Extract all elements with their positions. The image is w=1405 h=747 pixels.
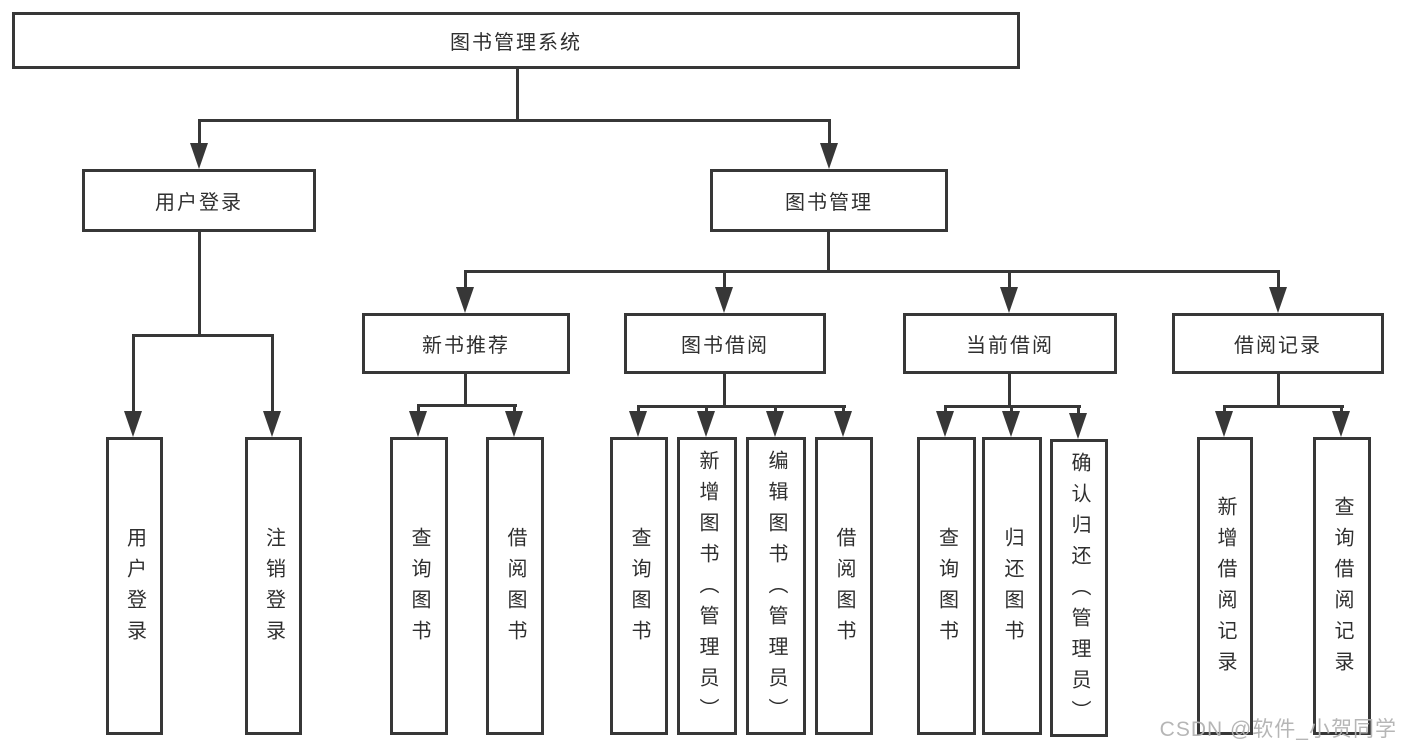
connector-line bbox=[842, 405, 845, 414]
arrowhead-icon bbox=[1069, 413, 1087, 439]
connector-line bbox=[1277, 374, 1280, 407]
connector-line bbox=[132, 334, 274, 337]
connector-line bbox=[774, 405, 777, 414]
node-new-book-recommend: 新书推荐 bbox=[362, 313, 570, 374]
node-book-borrow: 图书借阅 bbox=[624, 313, 826, 374]
connector-line bbox=[637, 405, 640, 414]
arrowhead-icon bbox=[505, 411, 523, 437]
arrowhead-icon bbox=[629, 411, 647, 437]
node-current-borrow: 当前借阅 bbox=[903, 313, 1117, 374]
leaf-add-borrow-record: 新增借阅记录 bbox=[1197, 437, 1253, 735]
leaf-confirm-return-admin: 确认归还（管理员） bbox=[1050, 439, 1108, 737]
leaf-edit-books-admin: 编辑图书（管理员） bbox=[746, 437, 806, 735]
connector-line bbox=[464, 270, 1280, 273]
arrowhead-icon bbox=[1000, 287, 1018, 313]
connector-line bbox=[705, 405, 708, 414]
connector-line bbox=[464, 374, 467, 406]
arrowhead-icon bbox=[1332, 411, 1350, 437]
arrowhead-icon bbox=[766, 411, 784, 437]
leaf-query-borrow-record: 查询借阅记录 bbox=[1313, 437, 1371, 735]
leaf-query-books-recommend: 查询图书 bbox=[390, 437, 448, 735]
leaf-return-books: 归还图书 bbox=[982, 437, 1042, 735]
node-book-management: 图书管理 bbox=[710, 169, 948, 232]
arrowhead-icon bbox=[456, 287, 474, 313]
connector-line bbox=[513, 404, 516, 414]
connector-line bbox=[464, 270, 467, 290]
connector-line bbox=[1223, 405, 1344, 408]
arrowhead-icon bbox=[820, 143, 838, 169]
arrowhead-icon bbox=[1269, 287, 1287, 313]
connector-line bbox=[723, 270, 726, 290]
connector-line bbox=[417, 404, 517, 407]
leaf-query-books-borrow: 查询图书 bbox=[610, 437, 668, 735]
arrowhead-icon bbox=[1215, 411, 1233, 437]
connector-line bbox=[516, 69, 519, 121]
connector-line bbox=[1008, 270, 1011, 290]
node-user-login: 用户登录 bbox=[82, 169, 316, 232]
node-borrow-records: 借阅记录 bbox=[1172, 313, 1384, 374]
connector-line bbox=[198, 232, 201, 336]
connector-line bbox=[944, 405, 947, 414]
arrowhead-icon bbox=[409, 411, 427, 437]
connector-line bbox=[132, 334, 135, 414]
leaf-add-books-admin: 新增图书（管理员） bbox=[677, 437, 737, 735]
arrowhead-icon bbox=[697, 411, 715, 437]
node-root-library-system: 图书管理系统 bbox=[12, 12, 1020, 69]
csdn-watermark: CSDN @软件_小贺同学 bbox=[1159, 718, 1397, 741]
leaf-logout: 注销登录 bbox=[245, 437, 302, 735]
arrowhead-icon bbox=[834, 411, 852, 437]
connector-line bbox=[271, 334, 274, 414]
leaf-borrow-books: 借阅图书 bbox=[815, 437, 873, 735]
connector-line bbox=[637, 405, 846, 408]
arrowhead-icon bbox=[124, 411, 142, 437]
connector-line bbox=[1340, 405, 1343, 414]
connector-line bbox=[827, 232, 830, 272]
connector-line bbox=[1277, 270, 1280, 290]
arrowhead-icon bbox=[190, 143, 208, 169]
connector-line bbox=[723, 374, 726, 407]
arrowhead-icon bbox=[936, 411, 954, 437]
arrowhead-icon bbox=[1002, 411, 1020, 437]
leaf-borrow-books-recommend: 借阅图书 bbox=[486, 437, 544, 735]
leaf-query-books-current: 查询图书 bbox=[917, 437, 976, 735]
connector-line bbox=[828, 119, 831, 149]
arrowhead-icon bbox=[715, 287, 733, 313]
connector-line bbox=[1010, 405, 1013, 414]
connector-line bbox=[198, 119, 201, 149]
connector-line bbox=[198, 119, 831, 122]
connector-line bbox=[1008, 374, 1011, 407]
connector-line bbox=[417, 404, 420, 414]
connector-line bbox=[1077, 405, 1080, 414]
arrowhead-icon bbox=[263, 411, 281, 437]
connector-line bbox=[1223, 405, 1226, 414]
leaf-user-login: 用户登录 bbox=[106, 437, 163, 735]
